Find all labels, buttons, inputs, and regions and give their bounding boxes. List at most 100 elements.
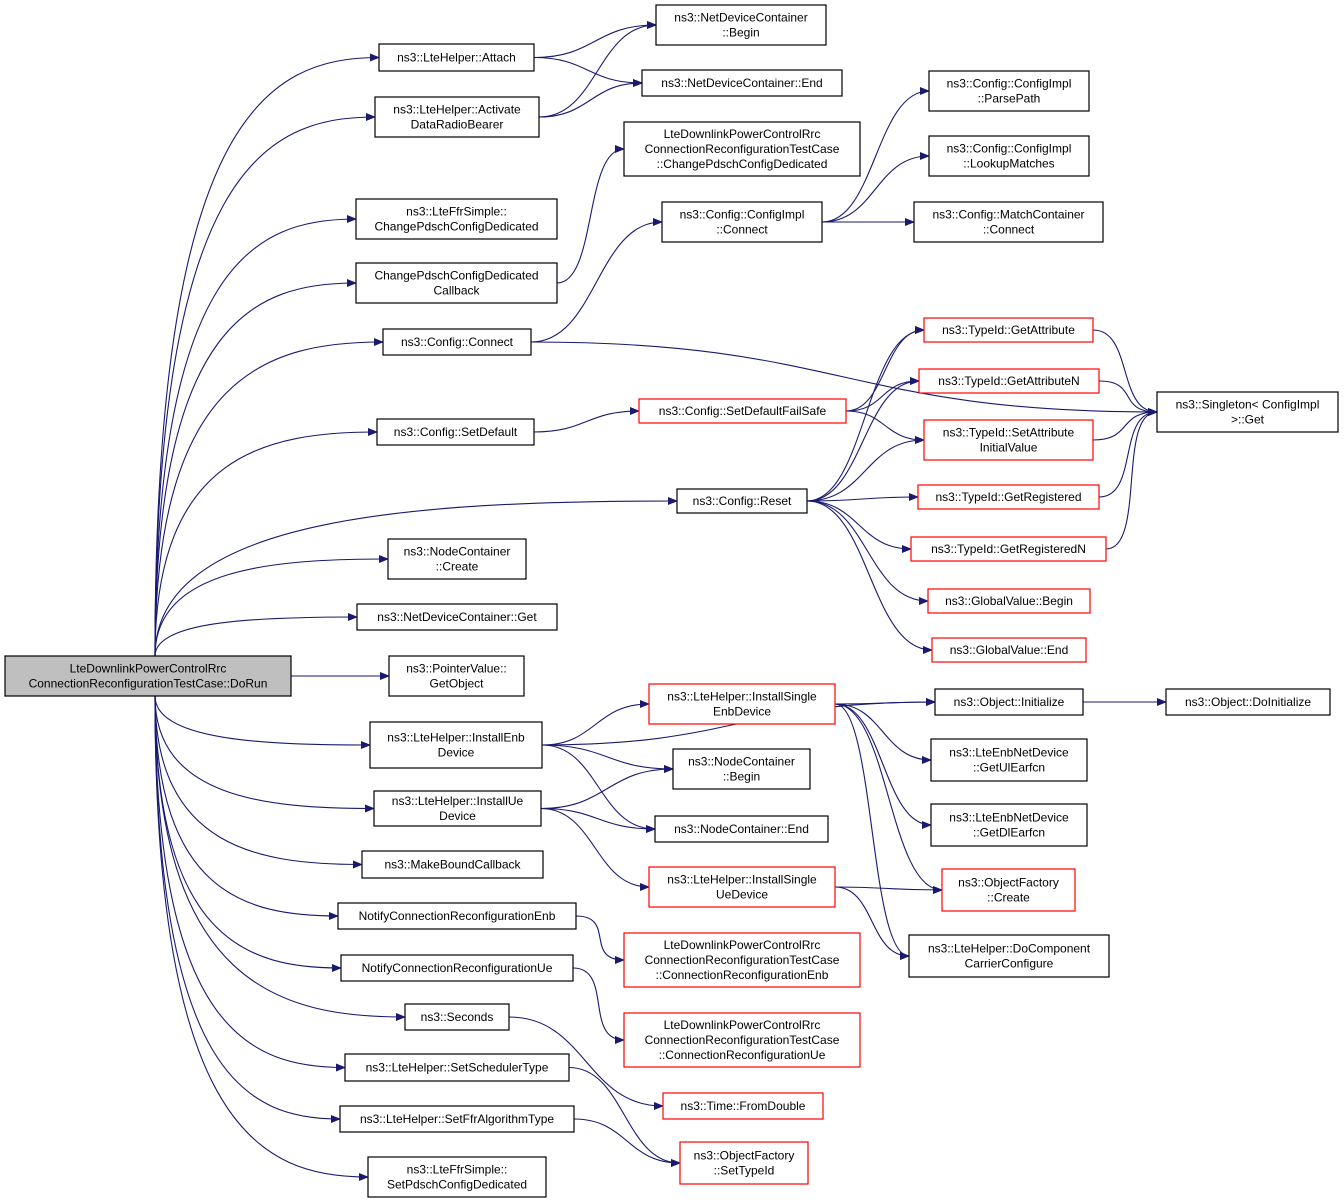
node-box [931,637,1087,663]
graph-node-testcase_change[interactable]: LteDownlinkPowerControlRrcConnectionReco… [623,121,861,177]
graph-node-attach[interactable]: ns3::LteHelper::Attach [378,43,535,72]
node-label-line: ns3::LteFfrSimple:: [406,205,507,219]
graph-node-nodecontainer_create[interactable]: ns3::NodeContainer::Create [387,538,527,580]
node-box [367,1156,547,1198]
graph-node-testcase_conn_enb[interactable]: LteDownlinkPowerControlRrcConnectionReco… [623,932,861,988]
node-label-line: ::ConnectionReconfigurationUe [659,1048,826,1062]
node-box [623,932,861,988]
node-box [641,69,843,97]
graph-node-typeid_getattr[interactable]: ns3::TypeId::GetAttribute [923,317,1094,343]
graph-node-netdev_get[interactable]: ns3::NetDeviceContainer::Get [356,603,558,631]
node-label-line: ns3::Config::SetDefault [394,425,518,439]
node-box [623,1012,861,1068]
graph-node-testcase_conn_ue[interactable]: LteDownlinkPowerControlRrcConnectionReco… [623,1012,861,1068]
node-box [361,850,544,879]
node-label-line: LteDownlinkPowerControlRrc [664,938,821,952]
node-box [918,368,1100,394]
node-box [661,201,823,243]
graph-node-globalvalue_end[interactable]: ns3::GlobalValue::End [931,637,1087,663]
graph-node-config_connect[interactable]: ns3::Config::Connect [382,328,532,356]
graph-node-ffrsimple_change[interactable]: ns3::LteFfrSimple::ChangePdschConfigDedi… [355,198,558,240]
node-label-line: ::Connect [716,223,768,237]
graph-node-ffrsimple_set[interactable]: ns3::LteFfrSimple::SetPdschConfigDedicat… [367,1156,547,1198]
call-edge-notify_enb-to-testcase_conn_enb [575,915,625,964]
graph-node-typeid_getregisteredn[interactable]: ns3::TypeId::GetRegisteredN [910,536,1107,562]
node-box [355,262,558,304]
node-label-line: ChangePdschConfigDedicated [374,269,538,283]
node-label-line: ::Begin [722,26,759,40]
graph-node-globalvalue_begin[interactable]: ns3::GlobalValue::Begin [927,588,1091,614]
graph-node-set_ffr[interactable]: ns3::LteHelper::SetFfrAlgorithmType [339,1105,575,1133]
node-label-line: ns3::Seconds [421,1010,494,1024]
graph-node-config_setdefault[interactable]: ns3::Config::SetDefault [376,418,535,446]
node-box [648,683,836,725]
graph-node-objectfactory_create[interactable]: ns3::ObjectFactory::Create [941,868,1076,912]
graph-node-set_scheduler[interactable]: ns3::LteHelper::SetSchedulerType [344,1053,570,1082]
graph-node-typeid_getattrn[interactable]: ns3::TypeId::GetAttributeN [918,368,1100,394]
node-box [928,70,1090,112]
call-edge-install_enb-to-nodecontainer_end [541,744,656,833]
node-label-line: ns3::NodeContainer [404,545,511,559]
graph-node-enbnetdev_getul[interactable]: ns3::LteEnbNetDevice::GetUlEarfcn [930,738,1088,782]
graph-node-pointer_getobject[interactable]: ns3::PointerValue::GetObject [388,655,525,697]
graph-node-seconds[interactable]: ns3::Seconds [404,1003,510,1031]
node-box [4,655,292,697]
call-edge-config_reset-to-typeid_getattrn [806,377,920,502]
node-label-line: ns3::MakeBoundCallback [384,858,521,872]
node-label-line: ns3::Config::Reset [693,494,792,508]
graph-node-object_initialize[interactable]: ns3::Object::Initialize [934,688,1084,716]
node-box [934,688,1084,716]
edges-layer [154,21,1167,1181]
graph-node-object_doinitialize[interactable]: ns3::Object::DoInitialize [1165,688,1331,716]
graph-node-objectfactory_settypeid[interactable]: ns3::ObjectFactory::SetTypeId [679,1141,809,1185]
call-edge-root-to-activate [154,113,376,657]
node-box [930,738,1088,782]
node-label-line: ns3::LteEnbNetDevice [949,746,1069,760]
graph-node-configimpl_lookup[interactable]: ns3::Config::ConfigImpl::LookupMatches [928,135,1090,177]
graph-node-config_setdefaultfailsafe[interactable]: ns3::Config::SetDefaultFailSafe [638,398,847,424]
node-label-line: ::GetDlEarfcn [973,826,1045,840]
graph-node-config_reset[interactable]: ns3::Config::Reset [676,488,808,514]
graph-node-makebound[interactable]: ns3::MakeBoundCallback [361,850,544,879]
graph-node-configimpl_parse[interactable]: ns3::Config::ConfigImpl::ParsePath [928,70,1090,112]
node-box [404,1003,510,1031]
graph-node-notify_ue[interactable]: NotifyConnectionReconfigurationUe [340,954,574,982]
call-edge-activate-to-netdev_begin [538,21,657,118]
graph-node-notify_enb[interactable]: NotifyConnectionReconfigurationEnb [337,902,577,930]
node-label-line: ns3::Config::ConfigImpl [947,142,1072,156]
graph-node-netdev_end[interactable]: ns3::NetDeviceContainer::End [641,69,843,97]
graph-node-enbnetdev_getdl[interactable]: ns3::LteEnbNetDevice::GetDlEarfcn [930,803,1088,847]
node-label-line: ns3::Config::ConfigImpl [947,77,1072,91]
call-edge-config_setdefault-to-config_setdefaultfailsafe [533,407,640,433]
call-edge-config_setdefaultfailsafe-to-typeid_getattr [845,326,925,412]
call-edge-config_reset-to-globalvalue_begin [806,500,929,605]
graph-node-time_fromdouble[interactable]: ns3::Time::FromDouble [662,1092,824,1120]
graph-node-netdev_begin[interactable]: ns3::NetDeviceContainer::Begin [655,4,827,46]
graph-node-singleton_get[interactable]: ns3::Singleton< ConfigImpl >::Get [1156,391,1339,433]
call-edge-configimpl_connect-to-configimpl_lookup [821,152,930,223]
node-label-line: InitialValue [980,441,1038,455]
graph-node-configimpl_connect[interactable]: ns3::Config::ConfigImpl::Connect [661,201,823,243]
graph-node-docomponent[interactable]: ns3::LteHelper::DoComponentCarrierConfig… [908,934,1110,978]
call-edge-configimpl_connect-to-configimpl_parse [821,87,930,223]
call-edge-install_single_enb-to-enbnetdev_getul [834,703,932,764]
graph-node-typeid_getregistered[interactable]: ns3::TypeId::GetRegistered [917,484,1100,510]
node-label-line: ::Connect [983,223,1035,237]
node-box [672,748,811,790]
call-edge-config_reset-to-typeid_setattr_init [806,436,925,502]
node-box [662,1092,824,1120]
graph-node-nodecontainer_end[interactable]: ns3::NodeContainer::End [654,815,829,843]
graph-node-matchcontainer_connect[interactable]: ns3::Config::MatchContainer::Connect [913,201,1104,243]
node-label-line: EnbDevice [713,705,771,719]
graph-node-nodecontainer_begin[interactable]: ns3::NodeContainer::Begin [672,748,811,790]
call-edge-config_setdefaultfailsafe-to-typeid_setattr_init [845,410,925,444]
node-box [376,418,535,446]
graph-node-root[interactable]: LteDownlinkPowerControlRrcConnectionReco… [4,655,292,697]
